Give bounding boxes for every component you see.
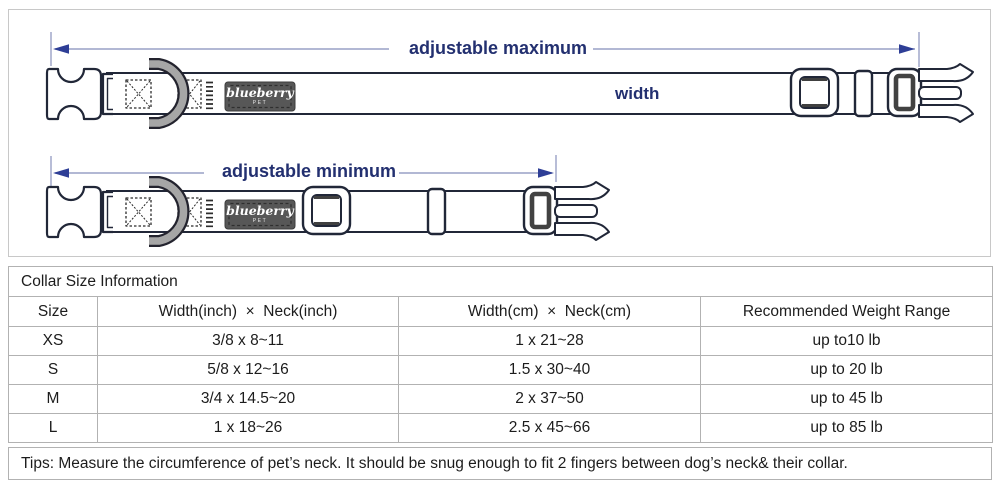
cell-cm: 1.5 x 30~40 xyxy=(398,355,701,385)
adjustable-maximum-label: adjustable maximum xyxy=(408,38,588,58)
dimension-lines xyxy=(50,32,920,190)
cell-weight: up to 20 lb xyxy=(699,355,994,385)
cell-size: XS xyxy=(8,326,98,356)
table-header-row: Size Width(inch) × Neck(inch) Width(cm) … xyxy=(8,296,994,327)
cell-weight: up to10 lb xyxy=(699,326,994,356)
dimension-arrowheads xyxy=(53,44,915,178)
column-header-size: Size xyxy=(8,296,98,327)
column-header-width-neck-inch: Width(inch) × Neck(inch) xyxy=(97,296,399,327)
cell-cm: 1 x 21~28 xyxy=(398,326,701,356)
table-row-l: L 1 x 18~26 2.5 x 45~66 up to 85 lb xyxy=(8,413,994,443)
cell-size: L xyxy=(8,413,98,443)
collar-diagram: adjustable maximum adjustable minimum wi… xyxy=(8,9,991,257)
table-row-xs: XS 3/8 x 8~11 1 x 21~28 up to10 lb xyxy=(8,326,994,356)
width-label: width xyxy=(615,84,660,103)
table-title: Collar Size Information xyxy=(7,266,994,297)
cell-cm: 2 x 37~50 xyxy=(398,384,701,414)
table-row-m: M 3/4 x 14.5~20 2 x 37~50 up to 45 lb xyxy=(8,384,994,414)
column-header-weight-range: Recommended Weight Range xyxy=(699,296,994,327)
cell-inch: 3/4 x 14.5~20 xyxy=(97,384,399,414)
column-header-width-neck-cm: Width(cm) × Neck(cm) xyxy=(398,296,701,327)
collar-minimum xyxy=(47,182,610,241)
cell-weight: up to 45 lb xyxy=(699,384,994,414)
tips-note: Tips: Measure the circumference of pet’s… xyxy=(8,447,992,480)
cell-inch: 1 x 18~26 xyxy=(97,413,399,443)
cell-cm: 2.5 x 45~66 xyxy=(398,413,701,443)
cell-size: S xyxy=(8,355,98,385)
cell-inch: 5/8 x 12~16 xyxy=(97,355,399,385)
cell-weight: up to 85 lb xyxy=(699,413,994,443)
table-title-row: Collar Size Information xyxy=(7,266,994,297)
cell-size: M xyxy=(8,384,98,414)
size-table: Collar Size Information Size Width(inch)… xyxy=(7,266,994,443)
cell-inch: 3/8 x 8~11 xyxy=(97,326,399,356)
table-row-s: S 5/8 x 12~16 1.5 x 30~40 up to 20 lb xyxy=(8,355,994,385)
collar-maximum xyxy=(47,64,974,123)
collar-illustration xyxy=(9,32,974,258)
adjustable-minimum-label: adjustable minimum xyxy=(221,161,397,181)
